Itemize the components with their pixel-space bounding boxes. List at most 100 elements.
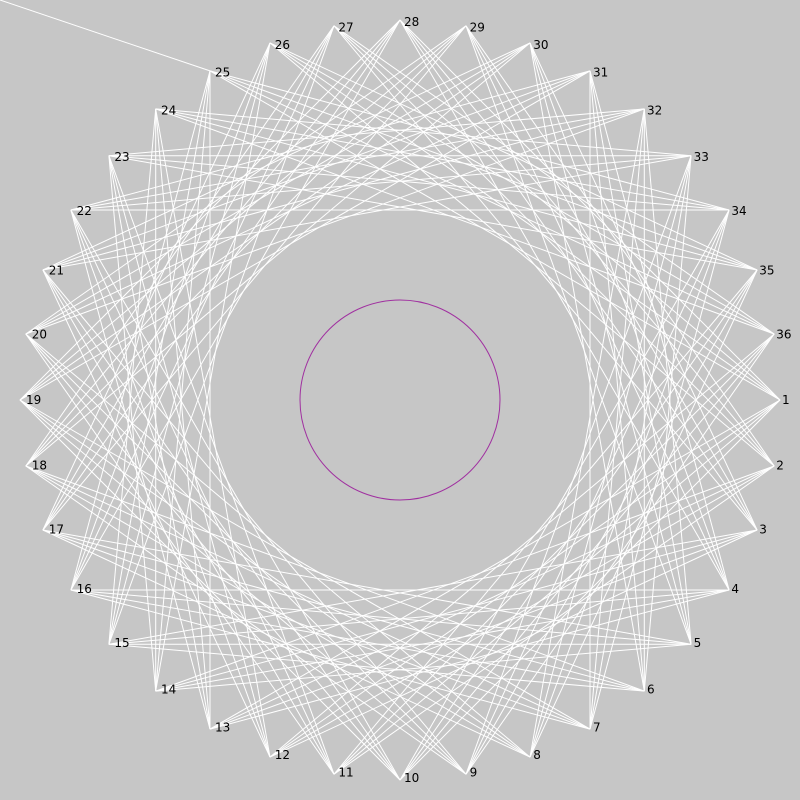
chord-line [155, 70, 211, 692]
chord-line [108, 529, 758, 645]
chord-line [155, 529, 758, 692]
chord-line [108, 155, 271, 758]
chord-line [529, 209, 730, 758]
chord-line [209, 70, 758, 271]
chord-line [589, 70, 645, 692]
chord-line [465, 25, 692, 645]
point-label: 6 [647, 683, 655, 697]
inner-circle [299, 299, 501, 501]
chord-line [209, 465, 775, 730]
point-label: 35 [759, 264, 774, 278]
chord-line [42, 25, 335, 531]
point-label: 2 [776, 459, 784, 473]
point-label: 25 [215, 66, 230, 80]
chord-line [42, 269, 335, 775]
chord-line [155, 42, 271, 692]
chord-line [269, 333, 775, 758]
point-label: 19 [26, 393, 41, 407]
chord-line [333, 333, 775, 775]
point-label: 1 [782, 393, 790, 407]
extra-line [0, 0, 211, 72]
chord-line [399, 269, 758, 781]
point-label: 24 [161, 103, 176, 117]
chord-line [25, 42, 531, 467]
chord-line [155, 465, 775, 692]
chord-line [42, 25, 467, 531]
chord-line [399, 19, 730, 591]
point-label: 36 [776, 327, 791, 341]
point-label: 4 [731, 582, 739, 596]
point-label: 9 [470, 765, 478, 779]
chord-line [529, 42, 730, 591]
chord-line [42, 529, 591, 730]
point-label: 21 [49, 264, 64, 278]
chord-line [25, 465, 645, 692]
chord-line [155, 108, 271, 758]
chord-line [399, 209, 730, 781]
chord-line [108, 25, 335, 645]
chord-line [269, 42, 781, 401]
point-label: 8 [533, 748, 541, 762]
chord-line [25, 333, 401, 781]
chord-line [70, 19, 401, 591]
chord-line [108, 155, 730, 211]
point-label: 34 [731, 204, 746, 218]
chord-line [465, 269, 758, 775]
chord-line [529, 108, 645, 758]
chord-line [25, 333, 531, 758]
chord-line [269, 42, 775, 335]
chord-line [25, 333, 467, 775]
point-label: 10 [404, 771, 419, 785]
chord-line [269, 399, 781, 758]
chord-line [108, 155, 211, 730]
point-labels: 1234567891011121314151617181920212223242… [26, 15, 792, 785]
chord-line [25, 108, 645, 335]
point-label: 14 [161, 683, 176, 697]
chord-line [465, 155, 692, 775]
chord-line [70, 42, 271, 591]
chord-line [42, 529, 645, 692]
chord-line [209, 70, 775, 335]
chord-line [399, 333, 775, 781]
chord-line [465, 25, 730, 591]
chord-line [19, 399, 531, 758]
chord-line [42, 269, 401, 781]
point-label: 16 [77, 582, 92, 596]
point-label: 18 [32, 459, 47, 473]
chord-line [108, 155, 758, 271]
chord-line [25, 25, 467, 467]
chord-line [269, 42, 775, 467]
chord-line [108, 70, 211, 645]
chord-line [70, 155, 692, 211]
chord-line [333, 25, 775, 467]
point-label: 13 [215, 720, 230, 734]
point-label: 28 [404, 15, 419, 29]
chord-line [465, 209, 730, 775]
chord-line [155, 108, 730, 211]
chord-line [70, 589, 645, 692]
chord-line [42, 155, 692, 271]
chord-line [70, 209, 271, 758]
chord-line [70, 108, 645, 211]
chord-line [589, 70, 692, 645]
chord-line [108, 589, 730, 645]
chord-line [42, 529, 692, 645]
chord-line [333, 25, 781, 401]
chord-line [42, 108, 645, 271]
point-label: 23 [114, 150, 129, 164]
chord-line [19, 399, 467, 775]
chord-line [25, 70, 591, 335]
chord-line [399, 19, 775, 467]
chord-line [529, 42, 692, 645]
chord-lines [19, 19, 781, 781]
chord-line [42, 70, 591, 271]
point-label: 3 [759, 522, 767, 536]
point-label: 22 [77, 204, 92, 218]
point-label: 32 [647, 103, 662, 117]
chord-line [209, 399, 781, 730]
point-label: 15 [114, 636, 129, 650]
chord-line [333, 269, 758, 775]
chord-line [155, 108, 758, 271]
